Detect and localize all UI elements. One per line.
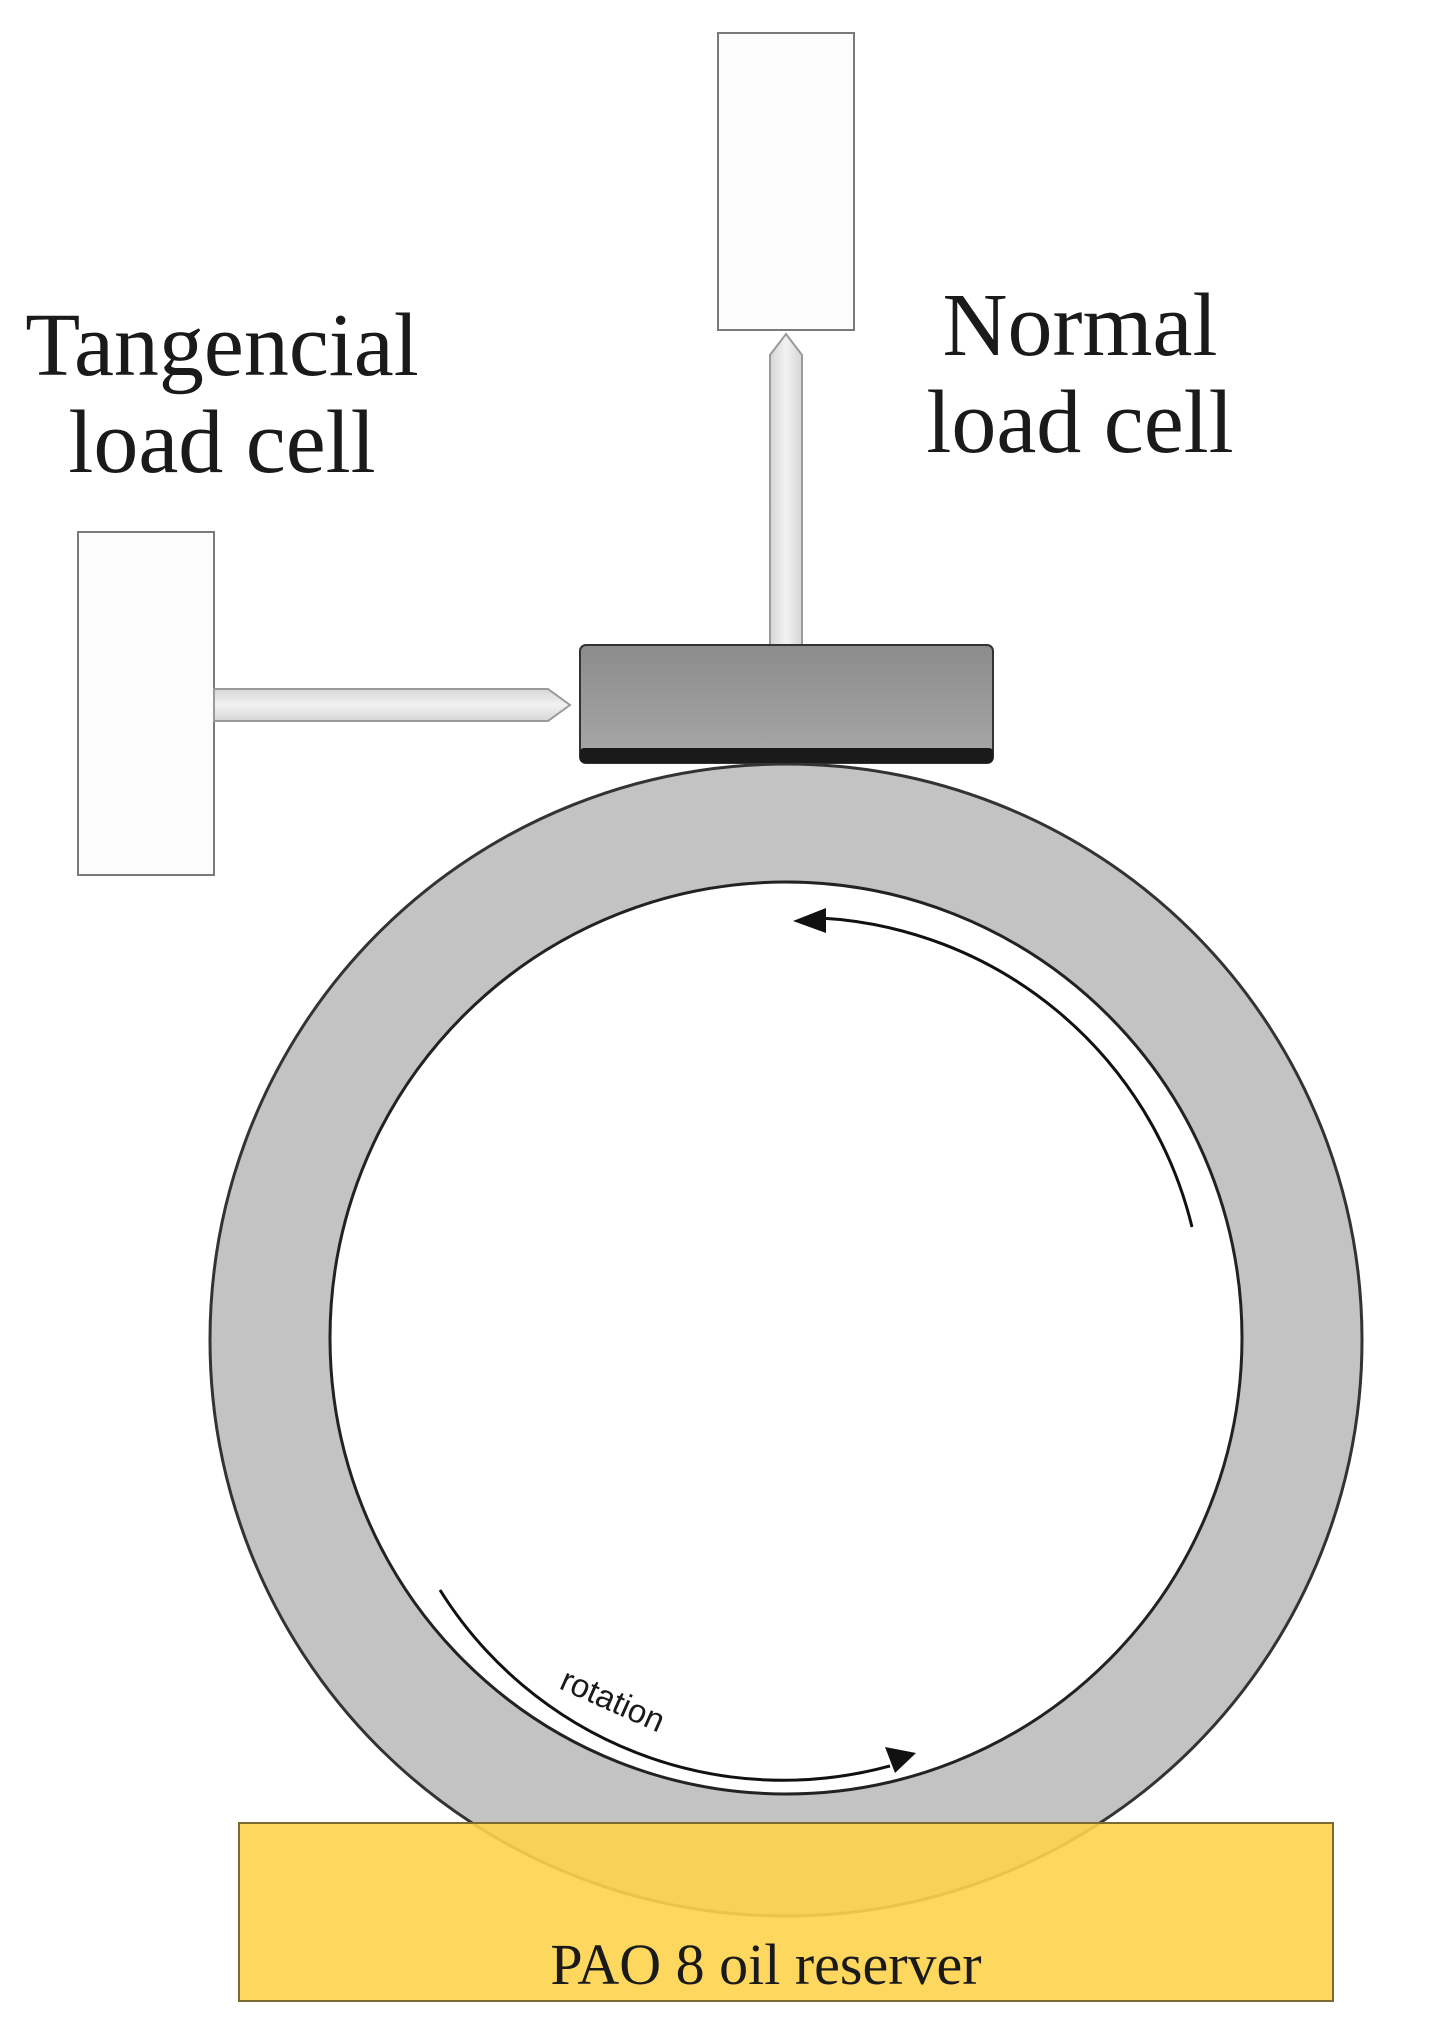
rotation-arrowhead-upper [793,908,826,933]
rotation-arrow-lower [438,1589,891,1782]
ring-bore [328,880,1244,1796]
oil-reservoir [238,1822,1334,2002]
tangential-load-rod [213,688,572,722]
tangential-label-line2: load cell [68,393,375,492]
tangential-load-cell [77,531,215,876]
normal-label-line1: Normal [943,276,1218,375]
rotation-arrow-upper [819,916,1194,1228]
normal-load-cell [717,32,855,331]
tangential-label-line1: Tangencial [25,296,419,395]
normal-load-rod [769,332,803,649]
oil-reservoir-label: PAO 8 oil reserver [550,1932,981,1997]
rotation-arrowhead-lower [885,1747,916,1773]
sample-block [579,644,994,764]
sample-block-base [580,748,993,763]
normal-label-line2: load cell [926,373,1233,472]
